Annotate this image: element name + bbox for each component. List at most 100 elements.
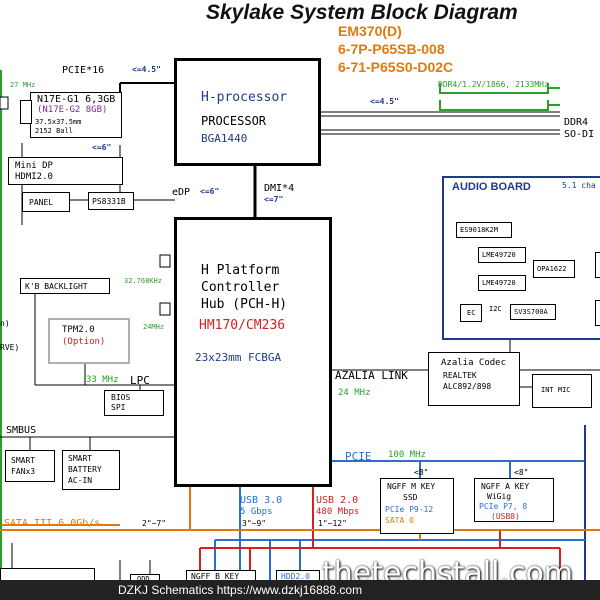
- lpc-speed: 33 MHz: [86, 375, 119, 385]
- opa-box: OPA1622: [533, 260, 575, 278]
- audio-board-ch: 5.1 cha: [562, 181, 596, 190]
- sv-box: SV3S700A: [510, 304, 556, 320]
- gpu-clock: 27 MHz: [10, 81, 36, 89]
- gpu-bus-len: <=4.5": [132, 65, 161, 74]
- diagram-title: Skylake System Block Diagram: [206, 1, 518, 24]
- edp-label: eDP: [172, 187, 191, 198]
- opa-label: OPA1622: [537, 265, 567, 273]
- pch-line2: Controller: [201, 280, 280, 295]
- usb3-label: USB 3.0: [240, 495, 283, 506]
- smart-fan-box: SMART FANx3: [5, 450, 55, 482]
- pch-package: 23x23mm FCBGA: [195, 351, 282, 364]
- usb2-label: USB 2.0: [316, 495, 359, 506]
- gpu-box: N17E-G1 6,3GB (N17E-G2 8GB) 37.5x37.5mm …: [30, 92, 122, 138]
- edp-len: <=6": [200, 187, 220, 196]
- model-line2: 6-7P-P65SB-008: [338, 41, 445, 57]
- tpm-option: (Option): [62, 337, 106, 347]
- wigig-line2: WiGig: [487, 492, 512, 501]
- clock-24m: 24MHz: [143, 323, 165, 331]
- ec-label: EC: [467, 309, 476, 317]
- mini-dp-label: Mini DP: [15, 161, 53, 171]
- tpm-name: TPM2.0: [62, 325, 95, 335]
- pch-line3: Hub (PCH-H): [201, 297, 288, 312]
- hdmi-label: HDMI2.0: [15, 172, 53, 182]
- kb-backlight-label: K'B BACKLIGHT: [25, 282, 88, 291]
- processor-name: H-processor: [201, 90, 288, 105]
- codec-vendor: REALTEK: [443, 371, 477, 380]
- amp1-box: LME49720: [478, 247, 526, 263]
- azalia-speed: 24 MHz: [338, 388, 371, 398]
- ddr-spec: DDR4/1.2V/1866, 2133MHz: [438, 80, 549, 89]
- clock-32k: 32.768KHz: [124, 277, 162, 285]
- gpu-bus-label: PCIE*16: [62, 65, 105, 76]
- wigig-box: NGFF A KEY WiGig PCIe P7, 8 (USB8): [474, 478, 554, 522]
- int-mic-box: INT MIC: [532, 374, 592, 408]
- pcie-bus-speed: 100 MHz: [388, 450, 426, 460]
- bios-label: BIOS: [111, 393, 131, 402]
- codec-title: Azalia Codec: [441, 358, 507, 368]
- ssd-line2: SSD: [403, 493, 418, 502]
- codec-box: Azalia Codec REALTEK ALC892/898: [428, 352, 520, 406]
- pcie-bus-label: PCIE: [345, 450, 372, 463]
- audio-board-title: AUDIO BOARD: [452, 181, 531, 193]
- dmi-label: DMI*4: [264, 183, 295, 194]
- gpu-crystal: [20, 100, 32, 124]
- ddr-slot-b: SO-DI: [564, 129, 595, 140]
- ssd-line1: NGFF M KEY: [387, 482, 436, 491]
- panel-box: PANEL: [22, 192, 70, 212]
- azalia-label: AZALIA LINK: [335, 369, 408, 382]
- model-line3: 6-71-P65S0-D02C: [338, 59, 454, 75]
- ps8331b-box: PS8331B: [88, 192, 134, 210]
- wigig-line4: (USB8): [491, 512, 520, 521]
- gpu-balls: 2152 Ball: [35, 127, 73, 135]
- int-mic-label: INT MIC: [541, 386, 571, 394]
- ssd-line3: PCIe P9-12: [385, 505, 434, 514]
- smart-fan-line1: SMART: [11, 456, 36, 465]
- i2c-label: I2C: [489, 305, 502, 313]
- smart-battery-line2: BATTERY: [68, 465, 102, 474]
- smbus-label: SMBUS: [6, 425, 37, 436]
- smart-battery-line3: AC-IN: [68, 476, 93, 485]
- ngff-b-label: NGFF B KEY: [191, 572, 240, 581]
- dmi-len: <=7": [264, 195, 284, 204]
- footer-bar: DZKJ Schematics https://www.dzkj16888.co…: [0, 580, 600, 600]
- dac-box: ES9018K2M: [456, 222, 512, 238]
- usb2-len: 1"~12": [318, 519, 347, 528]
- mini-dp-box: Mini DP HDMI2.0: [8, 157, 123, 185]
- sata-len: 2"~7": [142, 519, 167, 528]
- ssd-box: NGFF M KEY SSD PCIe P9-12 SATA 0: [380, 478, 454, 534]
- pch-box: H Platform Controller Hub (PCH-H) HM170/…: [174, 217, 332, 487]
- sata-label: SATA III 6.0Gb/s: [4, 518, 101, 529]
- processor-package: BGA1440: [201, 132, 248, 145]
- ec-box: EC: [460, 304, 482, 322]
- ps8331b-label: PS8331B: [92, 197, 126, 206]
- footer-text[interactable]: DZKJ Schematics https://www.dzkj16888.co…: [118, 583, 363, 597]
- audio-out-box-2: [595, 300, 600, 326]
- spi-label: SPI: [111, 403, 126, 412]
- ddr-slot-a: DDR4: [564, 117, 589, 128]
- usb2-speed: 480 Mbps: [316, 507, 360, 517]
- amp2-box: LME49720: [478, 275, 526, 291]
- processor-box: H-processor PROCESSOR BGA1440: [174, 58, 321, 166]
- gpu-package: 37.5x37.5mm: [35, 118, 82, 126]
- gpu-alt: (N17E-G2 8GB): [37, 105, 108, 115]
- kb-backlight-box: K'B BACKLIGHT: [20, 278, 110, 294]
- tpm-box: TPM2.0 (Option): [48, 318, 130, 364]
- bios-box: BIOS SPI: [104, 390, 164, 416]
- amp2-label: LME49720: [482, 279, 516, 287]
- pch-line1: H Platform: [201, 263, 280, 278]
- gpu-dp-len: <=6": [92, 143, 112, 152]
- usb3-speed: 5 Gbps: [240, 507, 273, 517]
- ssd-line4: SATA 0: [385, 516, 414, 525]
- lpc-label: LPC: [130, 374, 150, 387]
- pch-model: HM170/CM236: [199, 318, 286, 333]
- ddr-len: <=4.5": [370, 97, 399, 106]
- wigig-line3: PCIe P7, 8: [479, 502, 528, 511]
- audio-out-box: [595, 252, 600, 278]
- gpu-title: N17E-G1 6,3GB: [37, 94, 116, 105]
- side-label-n: n): [0, 319, 10, 328]
- usb3-len: 3"~9": [242, 519, 267, 528]
- side-label-rve: RVE): [0, 343, 20, 352]
- amp1-label: LME49720: [482, 251, 516, 259]
